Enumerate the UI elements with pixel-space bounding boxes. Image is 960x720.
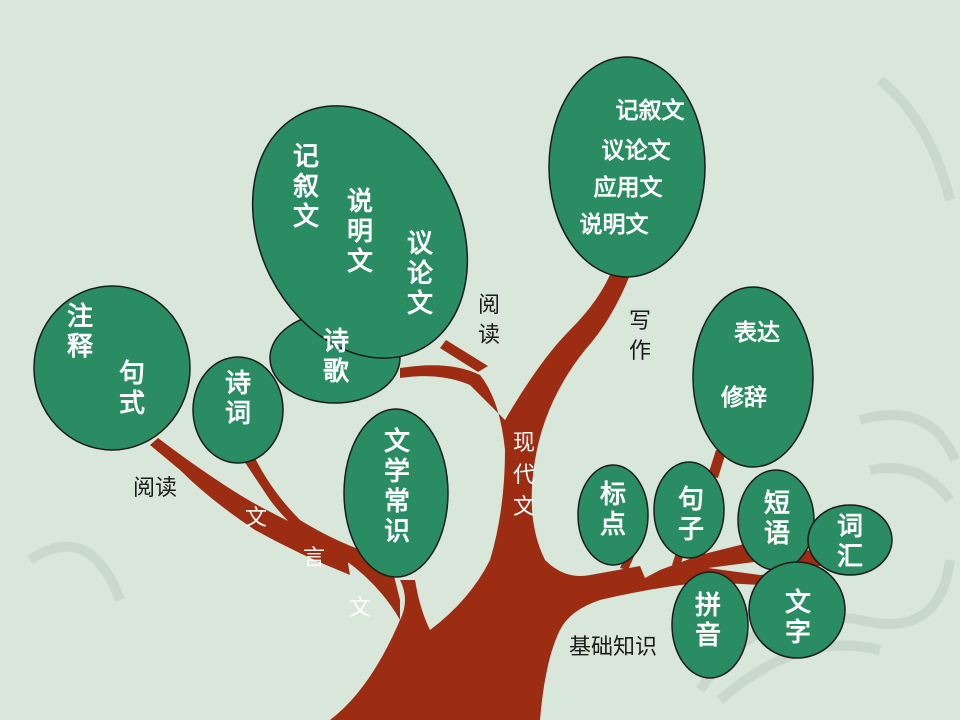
- category-labels: 阅读 阅读 写作 基础知识: [133, 293, 657, 660]
- branch-labels: 文言文 现代文: [245, 431, 535, 621]
- text-biaodian: 标点: [600, 480, 626, 540]
- label-xiezuo: 写作: [629, 309, 651, 364]
- text-jushi: 句式: [119, 359, 145, 419]
- text-biaoda: 表达: [734, 320, 780, 346]
- leaf-pinyin: [671, 571, 749, 679]
- background-pattern: [27, 76, 960, 704]
- leaf-modern-texts: [548, 56, 706, 278]
- text-wenzi: 文字: [785, 587, 812, 648]
- label-yuedu-top: 阅读: [478, 293, 500, 348]
- text-yilun-wen: 议论文: [407, 229, 434, 319]
- text-xiuci: 修辞: [720, 384, 767, 411]
- text-juzi: 句子: [678, 485, 704, 545]
- label-jichu-zhishi: 基础知识: [569, 635, 657, 660]
- leaf-biaoda-xiuci: [692, 286, 814, 468]
- text-wenxue-changshi: 文学常识: [384, 426, 411, 547]
- text-modern-yilun: 议论文: [602, 137, 672, 164]
- text-jixu-wen: 记叙文: [293, 142, 320, 232]
- text-modern-jixu: 记叙文: [616, 97, 686, 124]
- text-shige: 诗歌: [323, 327, 350, 387]
- text-modern-yingyong: 应用文: [594, 174, 664, 201]
- text-shuoming-wen: 说明文: [347, 187, 374, 277]
- label-yuedu-left: 阅读: [133, 476, 177, 501]
- text-modern-shuoming: 说明文: [580, 211, 650, 238]
- text-shici: 诗词: [225, 369, 251, 429]
- leaves: [33, 56, 893, 679]
- text-cihui: 词汇: [837, 512, 863, 572]
- text-duanyu: 短语: [764, 489, 790, 549]
- leaf-juzi: [653, 461, 725, 559]
- text-xiandaiwen: 现代文: [513, 431, 535, 520]
- leaf-shici: [192, 356, 284, 464]
- leaf-biaodian: [577, 464, 649, 566]
- leaf-classical-texts: [251, 105, 469, 359]
- leaf-wenxue-changshi: [343, 408, 449, 578]
- leaf-labels: 注释 句式 诗词 诗歌 记叙文 说明文 议论文 文学常识 标点 句子 短语 词汇…: [67, 97, 863, 651]
- text-wenyanwen: 文言文: [245, 506, 371, 621]
- leaf-wenzi: [748, 561, 846, 659]
- text-zhushi: 注释: [67, 301, 94, 362]
- text-pinyin: 拼音: [695, 591, 721, 651]
- leaf-zhushi-jushi: [33, 285, 191, 451]
- leaf-cihui: [807, 504, 893, 576]
